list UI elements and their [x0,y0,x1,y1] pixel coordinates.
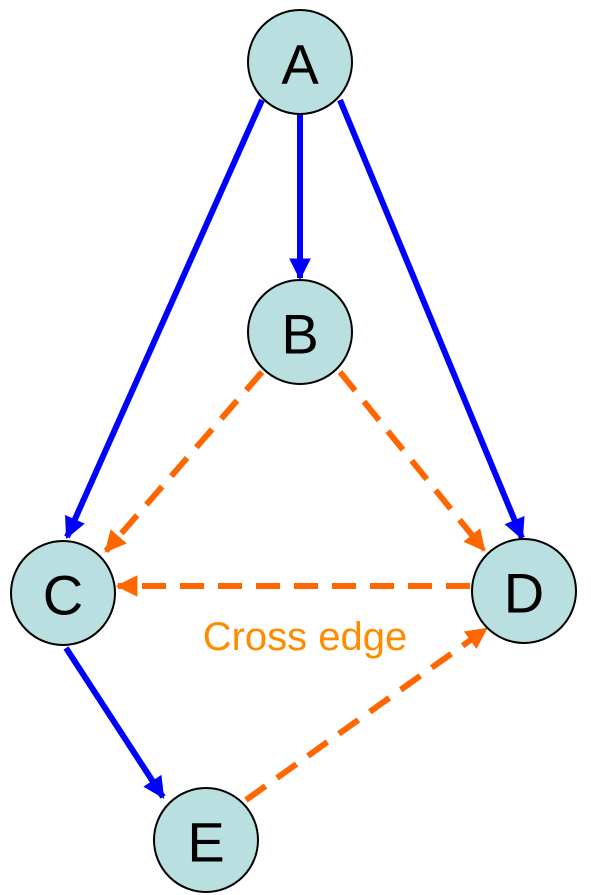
node-d-label: D [504,562,544,625]
edge-b-d [337,370,487,552]
cross-edges [103,370,488,803]
node-c-label: C [43,564,83,627]
node-e: E [153,787,259,893]
node-b-label: B [281,303,318,366]
tree-edges [63,98,525,799]
edge-e-d [244,626,488,803]
node-d-circle [471,538,577,644]
node-a-label: A [281,33,319,96]
edge-a-d [337,98,525,540]
node-c-circle [10,540,116,646]
edge-a-c [64,98,265,539]
cross-edge-caption: Cross edge [203,615,408,659]
edge-b-c [103,370,265,553]
node-a-circle [247,9,353,115]
node-b: B [247,279,353,385]
node-c: C [10,540,116,646]
node-a: A [247,9,353,115]
node-e-circle [153,787,259,893]
edge-c-e [63,646,166,799]
node-d: D [471,538,577,644]
node-e-label: E [187,811,224,874]
node-b-circle [247,279,353,385]
